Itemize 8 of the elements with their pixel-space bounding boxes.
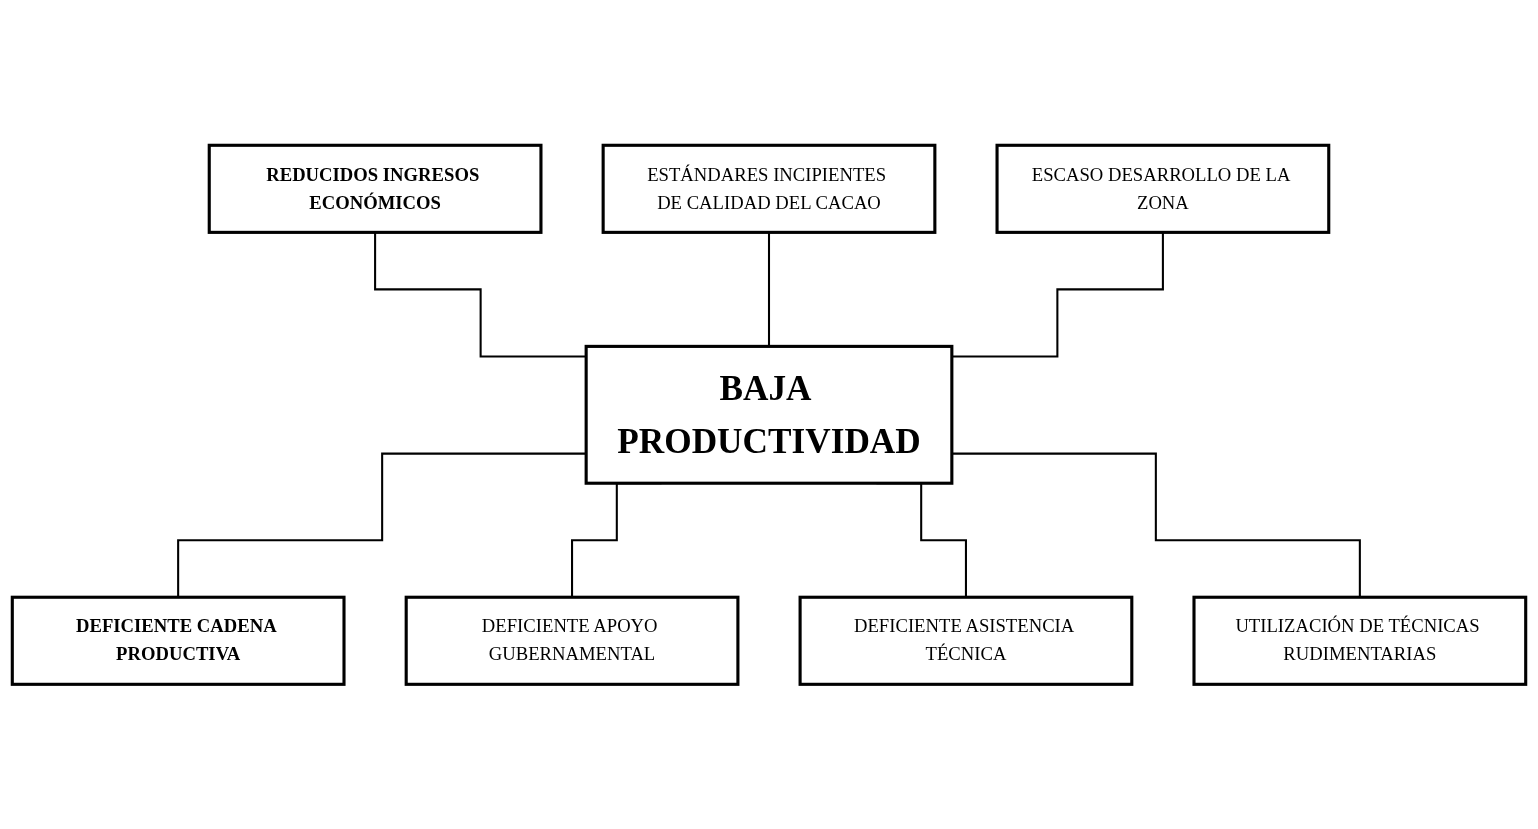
- node-box: ESCASO DESARROLLO DE LA ZONA: [995, 143, 1331, 234]
- node-box: BAJA PRODUCTIVIDAD: [584, 344, 954, 485]
- node-box: UTILIZACIÓN DE TÉCNICAS RUDIMENTARIAS: [1192, 595, 1528, 686]
- node-box: ESTÁNDARES INCIPIENTES DE CALIDAD DEL CACAO: [601, 143, 937, 234]
- node-box: DEFICIENTE CADENA PRODUCTIVA: [10, 595, 346, 686]
- node-box: REDUCIDOS INGRESOS ECONÓMICOS: [207, 143, 543, 234]
- node-box: DEFICIENTE APOYO GUBERNAMENTAL: [404, 595, 740, 686]
- node-box: DEFICIENTE ASISTENCIA TÉCNICA: [798, 595, 1134, 686]
